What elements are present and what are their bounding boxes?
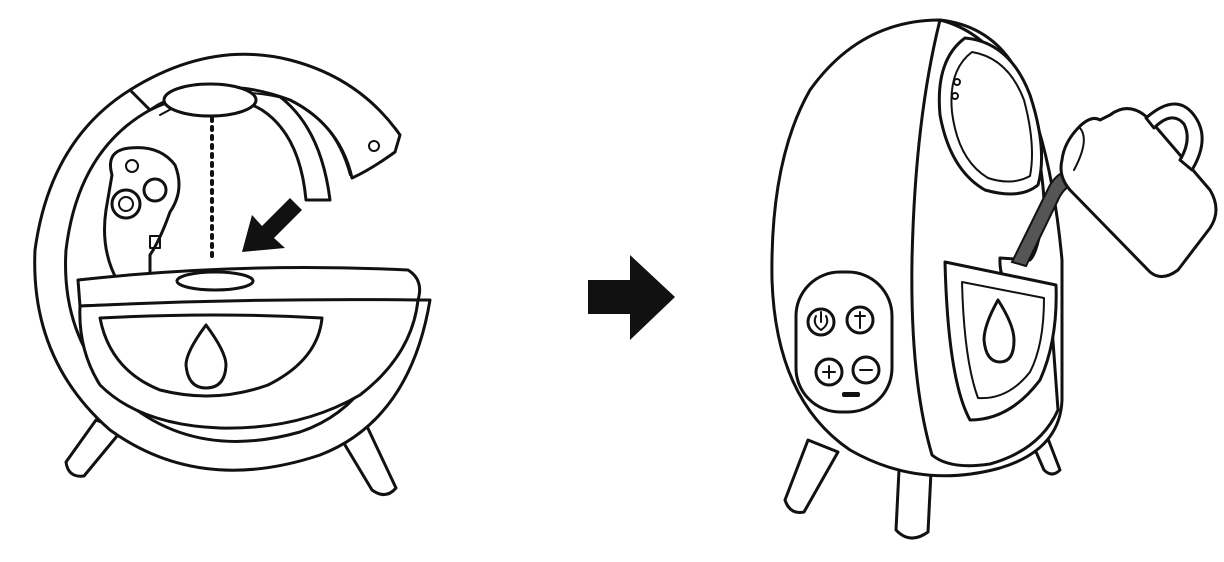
control-panel [796,272,892,412]
top-lamp [164,84,256,116]
transition-arrow [588,255,675,340]
control-panel-frame [796,272,892,412]
callout-arrow [242,198,302,252]
indicator-bar [842,392,860,397]
fill-opening [177,272,253,290]
astronaut-figure [105,148,180,282]
water-jug [1061,104,1216,277]
step-2-humidifier-filling [772,20,1216,538]
step-1-humidifier-open [35,54,430,494]
